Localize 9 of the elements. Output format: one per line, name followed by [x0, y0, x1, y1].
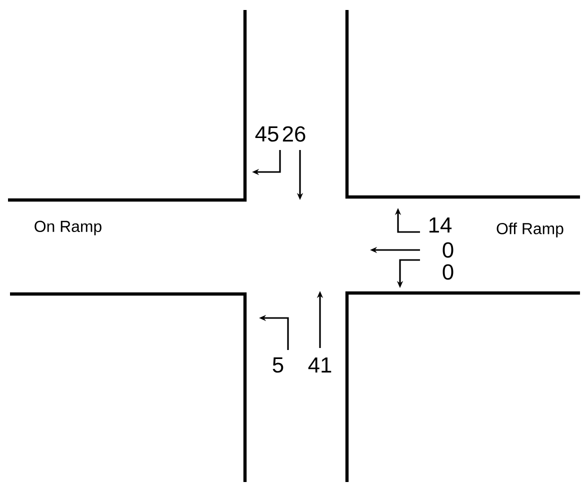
volume-count: 14: [429, 217, 452, 233]
volume-count: 0: [442, 264, 454, 280]
road-label: On Ramp: [34, 220, 102, 236]
volume-count: 45: [255, 126, 278, 142]
volume-count: 5: [272, 357, 284, 373]
volume-count: 0: [442, 242, 454, 258]
volume-count: 26: [282, 126, 306, 142]
volume-count: 41: [308, 357, 332, 373]
road-label: Off Ramp: [496, 222, 564, 238]
